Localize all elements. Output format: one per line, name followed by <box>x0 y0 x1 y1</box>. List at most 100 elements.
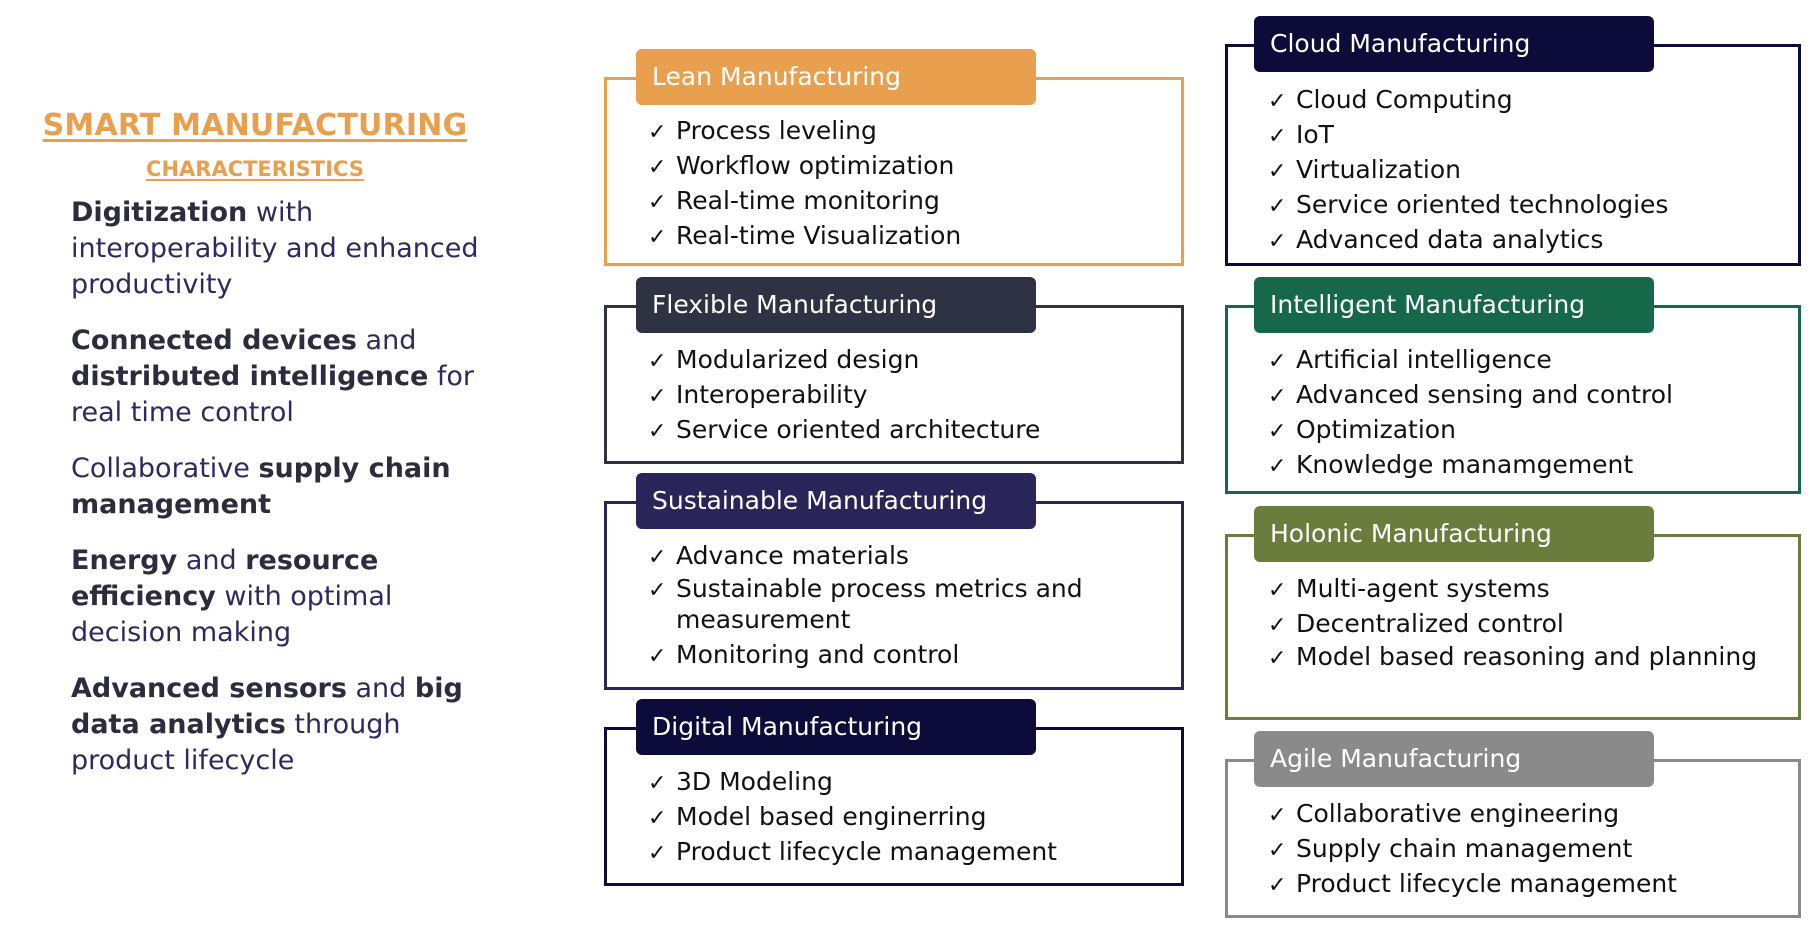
check-icon: ✓ <box>1268 384 1287 409</box>
lean-manufacturing-list: ✓Process leveling ✓Workflow optimization… <box>648 114 961 254</box>
sustainable-manufacturing-list: ✓Advance materials ✓Sustainable process … <box>648 539 1148 673</box>
characteristic-text: with optimal decision making <box>71 581 393 648</box>
check-icon: ✓ <box>648 841 667 866</box>
check-icon: ✓ <box>648 644 667 669</box>
check-icon: ✓ <box>648 225 667 250</box>
list-item: ✓Sustainable process metrics and measure… <box>648 574 1083 634</box>
list-item: ✓Service oriented technologies <box>1268 188 1668 223</box>
list-item: ✓Supply chain management <box>1268 832 1677 867</box>
check-icon: ✓ <box>648 545 667 570</box>
characteristic-text: for real time control <box>71 361 474 428</box>
list-item: ✓Artificial intelligence <box>1268 343 1673 378</box>
characteristic-bold: Digitization <box>71 197 248 228</box>
page-title: SMART MANUFACTURING <box>42 108 468 143</box>
characteristic-bold: resource efficiency <box>71 545 379 612</box>
list-item: ✓Product lifecycle management <box>648 835 1057 870</box>
characteristic-text: Collaborative <box>71 453 259 484</box>
characteristic-bold: Advanced sensors <box>71 673 347 704</box>
check-icon: ✓ <box>648 806 667 831</box>
characteristic-bold: Connected devices <box>71 325 357 356</box>
flexible-manufacturing-list: ✓Modularized design ✓Interoperability ✓S… <box>648 343 1040 448</box>
characteristic-text: with interoperability and enhanced produ… <box>71 197 479 300</box>
check-icon: ✓ <box>648 155 667 180</box>
characteristic-item: Collaborative supply chain management <box>71 451 510 523</box>
characteristic-text: through product lifecycle <box>71 709 401 776</box>
characteristics-panel: SMART MANUFACTURING CHARACTERISTICS Digi… <box>40 108 510 799</box>
list-item: ✓Knowledge manamgement <box>1268 448 1673 483</box>
digital-manufacturing-list: ✓3D Modeling ✓Model based enginerring ✓P… <box>648 765 1057 870</box>
list-item: ✓Advanced sensing and control <box>1268 378 1673 413</box>
cloud-manufacturing-list: ✓Cloud Computing ✓IoT ✓Virtualization ✓S… <box>1268 83 1668 258</box>
list-item: ✓Monitoring and control <box>648 638 1148 673</box>
cloud-manufacturing-box <box>1225 44 1801 266</box>
check-icon: ✓ <box>1268 578 1287 603</box>
check-icon: ✓ <box>648 419 667 444</box>
list-item: ✓Process leveling <box>648 114 961 149</box>
check-icon: ✓ <box>1268 613 1287 638</box>
characteristic-text: and <box>177 545 246 576</box>
check-icon: ✓ <box>1268 159 1287 184</box>
check-icon: ✓ <box>1268 89 1287 114</box>
intelligent-manufacturing-list: ✓Artificial intelligence ✓Advanced sensi… <box>1268 343 1673 483</box>
characteristic-bold: distributed intelligence <box>71 361 429 392</box>
page-subtitle: CHARACTERISTICS <box>146 157 364 181</box>
lean-manufacturing-header: Lean Manufacturing <box>636 49 1036 105</box>
list-item: ✓Interoperability <box>648 378 1040 413</box>
characteristic-bold: supply chain management <box>71 453 451 520</box>
list-item: ✓Real-time Visualization <box>648 219 961 254</box>
check-icon: ✓ <box>648 120 667 145</box>
list-item: ✓Workflow optimization <box>648 149 961 184</box>
list-item: ✓Modularized design <box>648 343 1040 378</box>
list-item: ✓Advance materials <box>648 539 1148 574</box>
list-item: ✓3D Modeling <box>648 765 1057 800</box>
characteristic-text: and <box>346 673 415 704</box>
check-icon: ✓ <box>1268 454 1287 479</box>
list-item: ✓Decentralized control <box>1268 607 1768 642</box>
holonic-manufacturing-box <box>1225 534 1801 720</box>
check-icon: ✓ <box>1268 873 1287 898</box>
characteristic-text: and <box>356 325 417 356</box>
characteristic-item: Advanced sensors and big data analytics … <box>71 671 510 779</box>
list-item: ✓Virtualization <box>1268 153 1668 188</box>
check-icon: ✓ <box>648 578 667 603</box>
lean-manufacturing-box <box>604 77 1184 266</box>
list-item: ✓Model based enginerring <box>648 800 1057 835</box>
check-icon: ✓ <box>648 771 667 796</box>
list-item: ✓Real-time monitoring <box>648 184 961 219</box>
list-item: ✓Cloud Computing <box>1268 83 1668 118</box>
flexible-manufacturing-header: Flexible Manufacturing <box>636 277 1036 333</box>
intelligent-manufacturing-box <box>1225 305 1801 494</box>
characteristics-list: Digitization with interoperability and e… <box>71 195 510 779</box>
sustainable-manufacturing-box <box>604 501 1184 690</box>
characteristic-item: Connected devices and distributed intell… <box>71 323 510 431</box>
list-item: ✓Multi-agent systems <box>1268 572 1768 607</box>
check-icon: ✓ <box>1268 646 1287 671</box>
check-icon: ✓ <box>648 190 667 215</box>
check-icon: ✓ <box>1268 349 1287 374</box>
check-icon: ✓ <box>1268 124 1287 149</box>
check-icon: ✓ <box>1268 838 1287 863</box>
check-icon: ✓ <box>648 349 667 374</box>
agile-manufacturing-list: ✓Collaborative engineering ✓Supply chain… <box>1268 797 1677 902</box>
sustainable-manufacturing-header: Sustainable Manufacturing <box>636 473 1036 529</box>
holonic-manufacturing-list: ✓Multi-agent systems ✓Decentralized cont… <box>1268 572 1768 677</box>
list-item: ✓Collaborative engineering <box>1268 797 1677 832</box>
intelligent-manufacturing-header: Intelligent Manufacturing <box>1254 277 1654 333</box>
holonic-manufacturing-header: Holonic Manufacturing <box>1254 506 1654 562</box>
check-icon: ✓ <box>1268 229 1287 254</box>
list-item: ✓Optimization <box>1268 413 1673 448</box>
characteristic-bold: big data analytics <box>71 673 463 740</box>
list-item: ✓Product lifecycle management <box>1268 867 1677 902</box>
characteristic-item: Digitization with interoperability and e… <box>71 195 510 303</box>
digital-manufacturing-header: Digital Manufacturing <box>636 699 1036 755</box>
list-item: ✓IoT <box>1268 118 1668 153</box>
agile-manufacturing-header: Agile Manufacturing <box>1254 731 1654 787</box>
characteristic-item: Energy and resource efficiency with opti… <box>71 543 510 651</box>
list-item: ✓Model based reasoning and planning <box>1268 642 1758 671</box>
check-icon: ✓ <box>1268 194 1287 219</box>
check-icon: ✓ <box>1268 419 1287 444</box>
characteristic-bold: Energy <box>71 545 178 576</box>
check-icon: ✓ <box>648 384 667 409</box>
list-item: ✓Service oriented architecture <box>648 413 1040 448</box>
list-item: ✓Advanced data analytics <box>1268 223 1668 258</box>
